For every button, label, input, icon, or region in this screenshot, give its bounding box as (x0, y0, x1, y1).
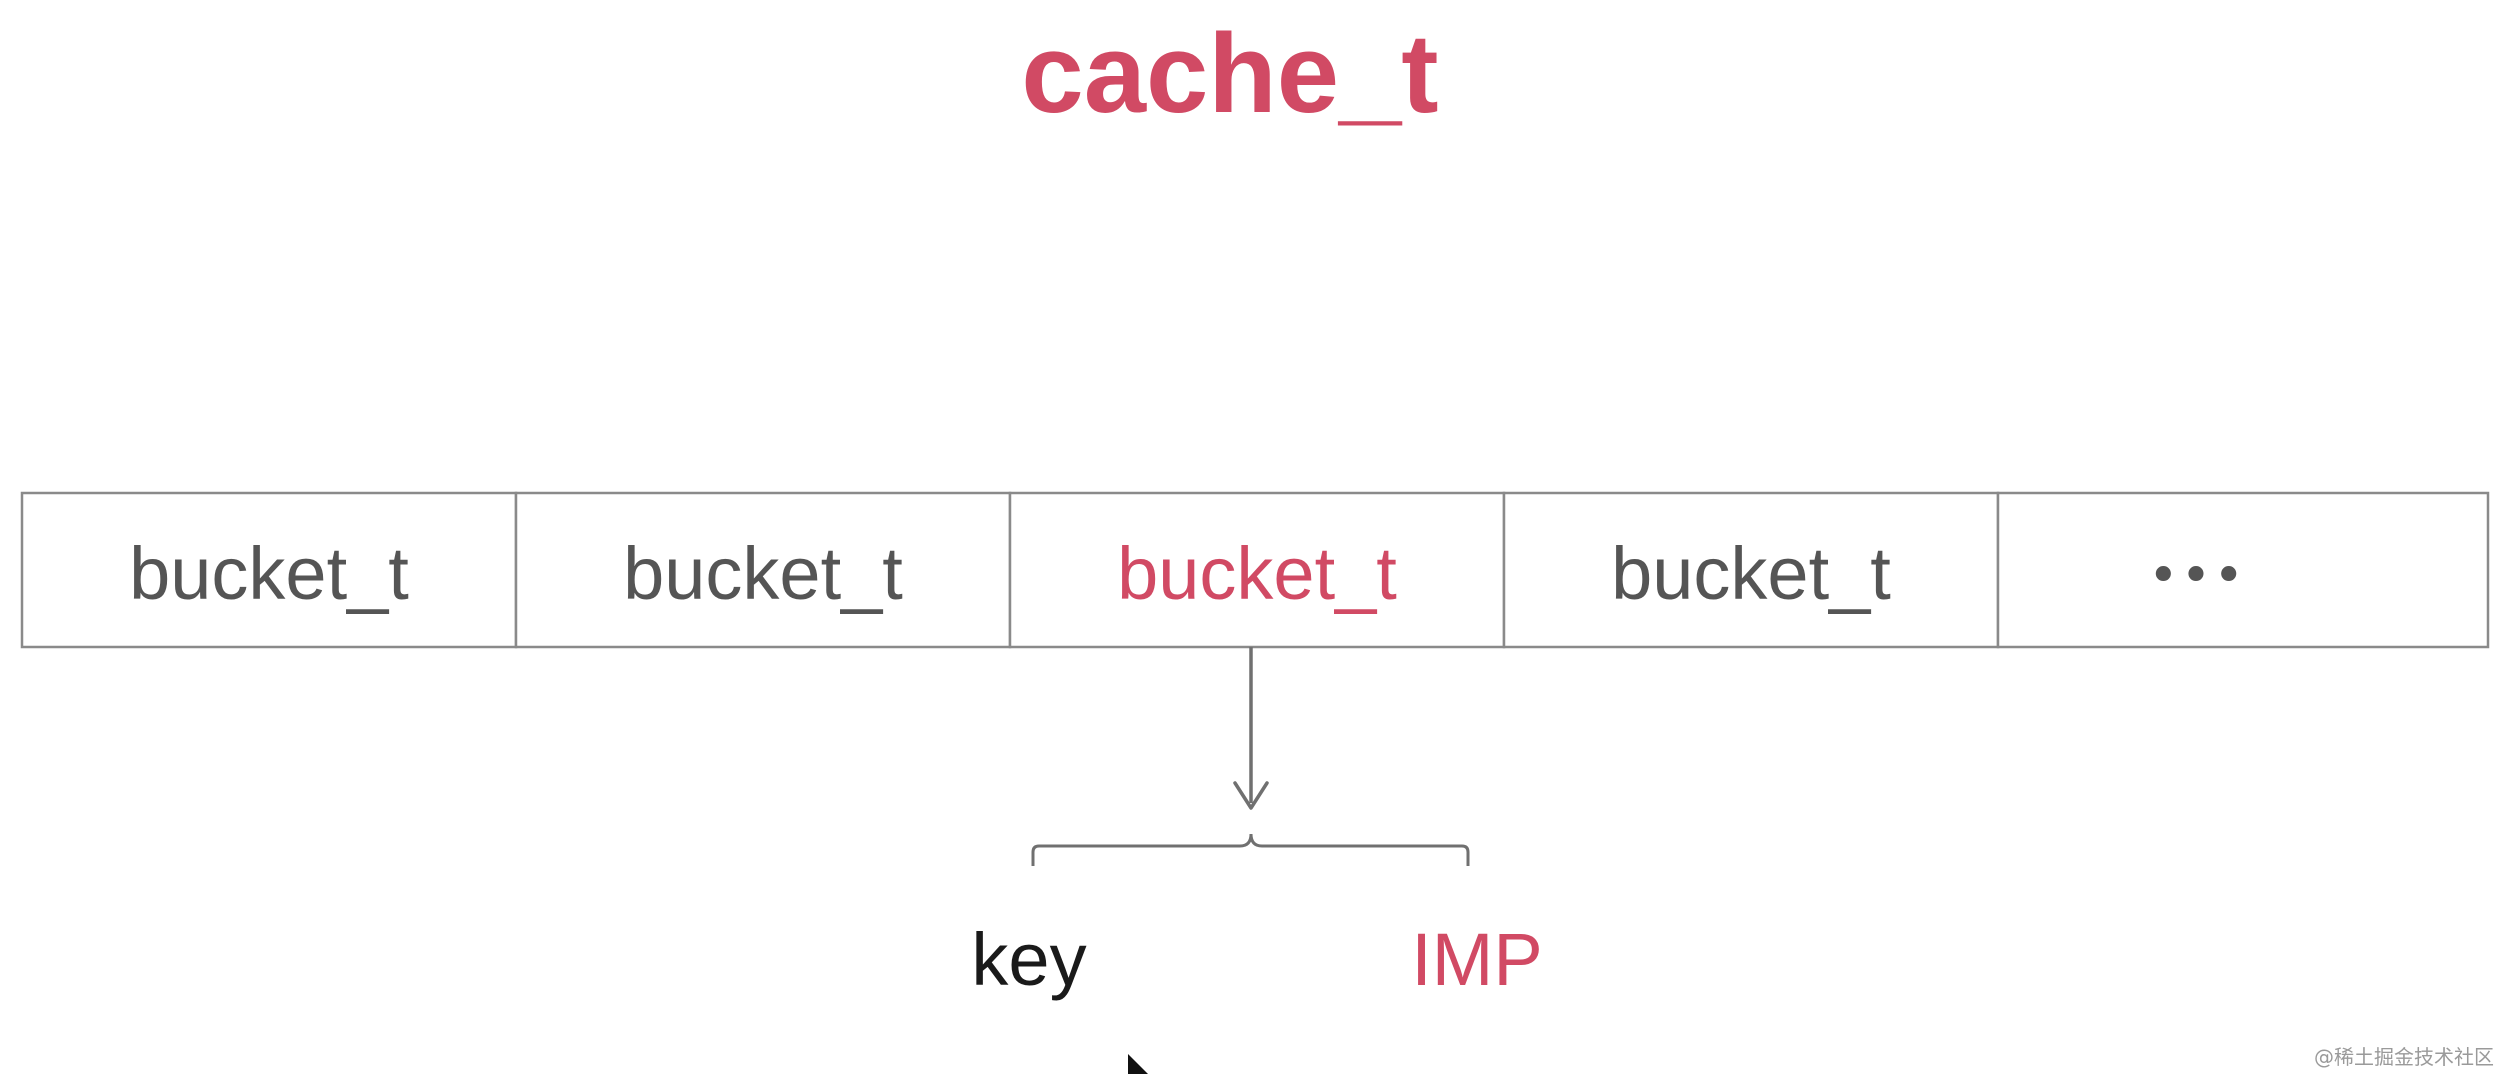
bucket-cell-ellipsis: ••• (1996, 491, 2490, 649)
bucket-cell-5-box (1996, 491, 2490, 649)
bucket-cell-1-label: bucket_t (129, 532, 409, 615)
bucket-cell-4-box (1502, 491, 2000, 649)
bucket-cell-1-box (20, 491, 518, 649)
down-arrow (1233, 647, 1269, 810)
key-field-label: key (971, 918, 1086, 1001)
bucket-cell-2-box (514, 491, 1012, 649)
bucket-cell-4: bucket_t (1502, 491, 2000, 649)
diagram-title: cache_t (1021, 11, 1438, 136)
bucket-cell-3-label: bucket_t (1117, 532, 1397, 615)
bucket-cell-3-box (1008, 491, 1506, 649)
bucket-cell-2-label: bucket_t (623, 532, 903, 615)
ellipsis-label: ••• (2148, 546, 2246, 606)
imp-field-label: IMP (1411, 918, 1543, 1001)
mouse-cursor-icon (1128, 1054, 1148, 1074)
bucket-cell-4-label: bucket_t (1611, 532, 1891, 615)
bucket-array: bucket_t bucket_t bucket_t bucket_t ••• (20, 491, 2490, 649)
bucket-cell-3: bucket_t (1008, 491, 1506, 649)
bucket-cell-2: bucket_t (514, 491, 1012, 649)
curly-brace (1031, 833, 1470, 866)
bucket-cell-1: bucket_t (20, 491, 518, 649)
watermark-text: @稀土掘金技术社区 (2314, 1045, 2494, 1069)
arrow-head-icon (1233, 781, 1269, 810)
